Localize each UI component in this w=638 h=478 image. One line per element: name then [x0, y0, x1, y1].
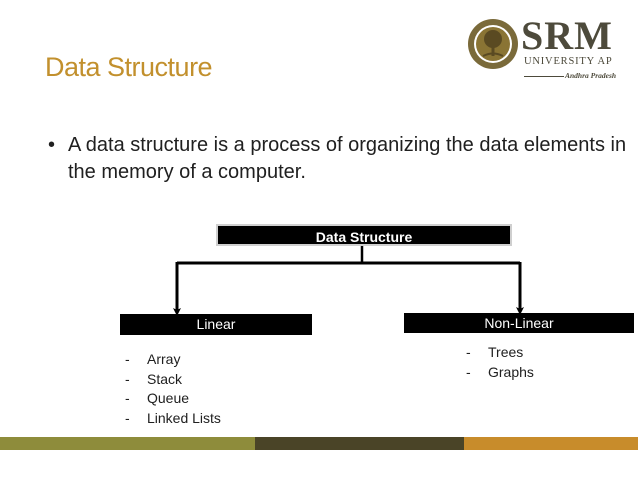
- list-item: -Stack: [125, 370, 183, 387]
- bullet-point: • A data structure is a process of organi…: [48, 132, 628, 186]
- bullet-dot-icon: •: [48, 134, 56, 156]
- list-item: -Graphs: [466, 363, 534, 380]
- linear-list: -Array -Stack -Queue -Linked Lists: [125, 350, 221, 428]
- footer-stripe-left: [0, 437, 255, 450]
- footer-stripe-right: [464, 437, 638, 450]
- list-item: -Array: [125, 351, 181, 367]
- list-item: -Linked Lists: [125, 409, 221, 426]
- nonlinear-list: -Trees -Graphs: [466, 343, 534, 382]
- logo-subtitle: UNIVERSITY AP: [524, 56, 613, 67]
- diagram-root-box: Data Structure: [216, 224, 512, 246]
- footer-stripe-middle: [255, 437, 464, 450]
- bullet-text: A data structure is a process of organiz…: [68, 134, 627, 183]
- list-item: -Queue: [125, 390, 190, 406]
- logo-location: Andhra Pradesh: [565, 71, 617, 80]
- university-seal-icon: [468, 19, 518, 69]
- slide-title: Data Structure: [45, 52, 213, 82]
- list-item: -Trees: [466, 344, 524, 360]
- logo-divider: [524, 76, 564, 77]
- srm-university-logo: SRM UNIVERSITY AP Andhra Pradesh: [467, 13, 627, 80]
- diagram-linear-box: Linear: [120, 314, 312, 335]
- logo-name: SRM: [521, 13, 613, 58]
- diagram-nonlinear-box: Non-Linear: [404, 313, 634, 333]
